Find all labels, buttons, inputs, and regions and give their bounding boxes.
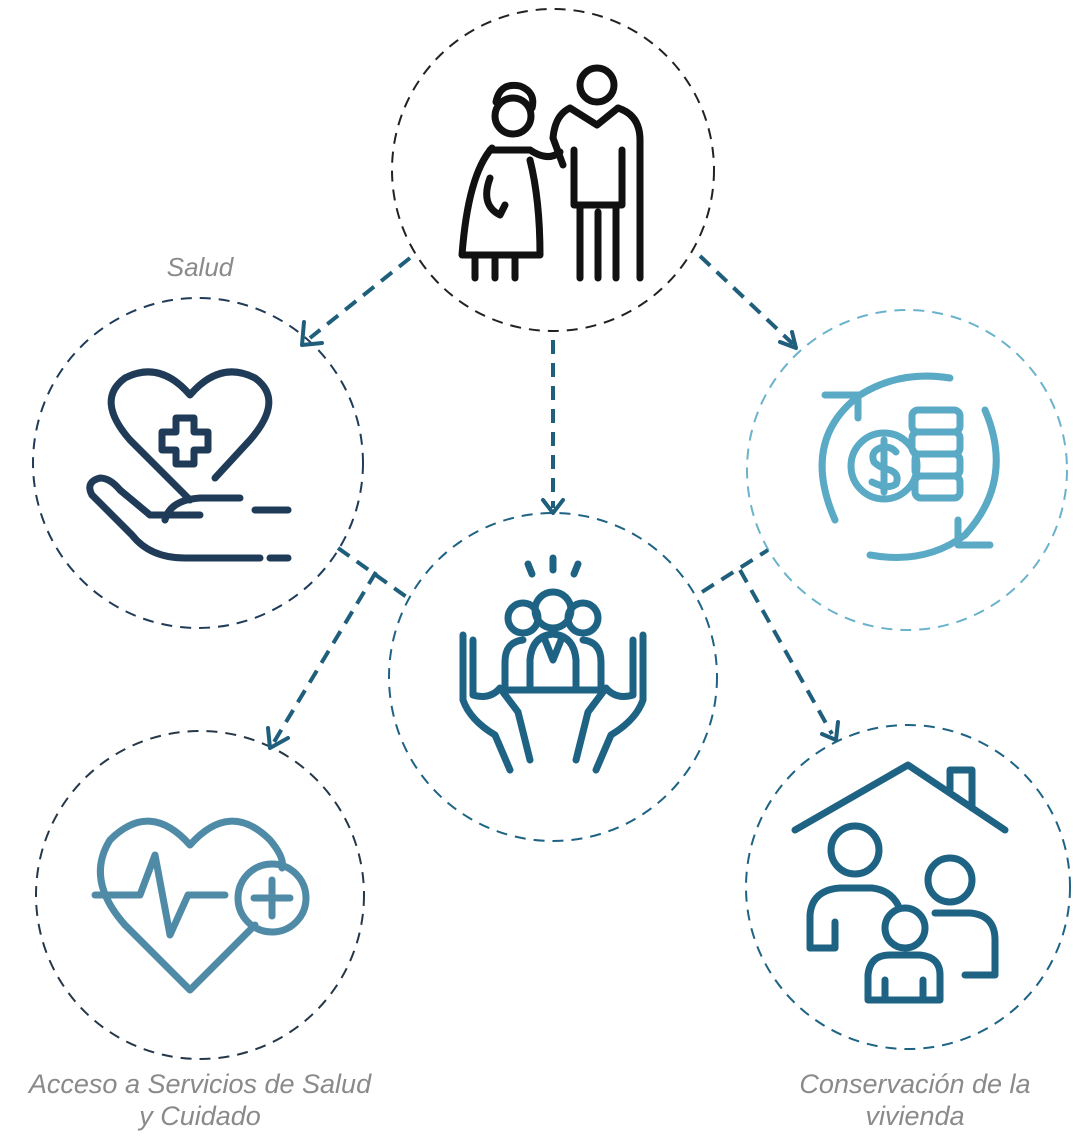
left-circle (32, 297, 364, 629)
elderly-couple-icon (458, 64, 644, 282)
bottom-left-circle (35, 730, 365, 1060)
label-acceso-line1: Acceso a Servicios de Salud (28, 1069, 372, 1099)
right-circle (746, 309, 1068, 631)
arrowhead-bottom-left (266, 726, 290, 750)
arrow-heads (266, 320, 840, 750)
label-conservacion: Conservación de la vivienda (760, 1068, 1070, 1133)
arrow-to-bottom-right (738, 569, 834, 735)
arrowhead-bottom-right (820, 720, 840, 742)
house-family-icon (791, 761, 1009, 1004)
arrow-center-to-right (700, 548, 770, 594)
heart-hand-icon (86, 368, 292, 562)
arrowhead-center (541, 498, 565, 515)
label-salud-text: Salud (166, 252, 234, 282)
coins-cycle-icon (818, 372, 1000, 561)
arrowhead-right (778, 330, 798, 350)
label-salud: Salud (120, 252, 280, 283)
top-circle (391, 8, 715, 332)
arrow-top-to-left (308, 256, 412, 340)
bottom-right-circle (745, 724, 1071, 1050)
connector-arrows (272, 254, 834, 744)
arrow-top-to-right (698, 254, 795, 346)
label-acceso-line2: y Cuidado (139, 1101, 261, 1132)
label-acceso: Acceso a Servicios de Salud y Cuidado (0, 1068, 400, 1133)
center-circle (388, 512, 718, 842)
arrow-left-to-center (336, 546, 410, 600)
label-conservacion-line2: vivienda (865, 1101, 965, 1132)
label-conservacion-line1: Conservación de la (799, 1069, 1031, 1099)
arrow-to-bottom-left (272, 570, 378, 744)
heart-pulse-plus-icon (91, 817, 310, 994)
arrowhead-left (300, 320, 324, 347)
hands-group-icon (459, 554, 647, 774)
